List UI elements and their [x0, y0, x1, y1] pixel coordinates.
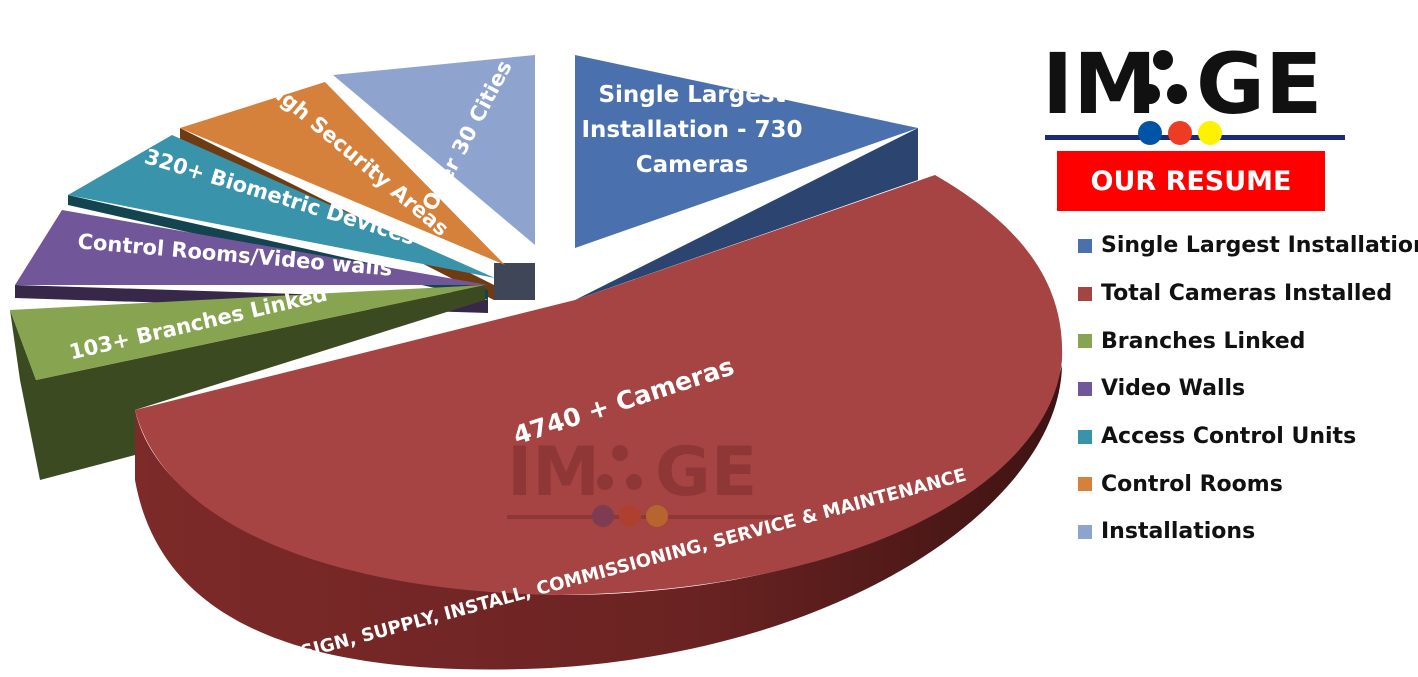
label-single-largest-line2: Installation - 730	[581, 117, 802, 143]
legend-swatch	[1078, 334, 1092, 349]
watermark-logo: IM GE	[507, 433, 782, 527]
legend-swatch	[1078, 524, 1092, 539]
legend-item: Video Walls	[1078, 365, 1418, 413]
logo-graphic: IM GE	[1042, 35, 1345, 145]
legend-swatch	[1078, 477, 1092, 492]
legend-label: Installations	[1101, 519, 1256, 545]
svg-text:IM: IM	[1042, 38, 1157, 133]
legend-swatch	[1078, 429, 1092, 444]
legend-swatch	[1078, 381, 1092, 396]
legend-item: Control Rooms	[1078, 460, 1418, 508]
legend-item: Access Control Units	[1078, 413, 1418, 461]
our-resume-badge: OUR RESUME	[1057, 151, 1325, 211]
legend-item: Single Largest Installation	[1078, 222, 1418, 270]
legend-swatch	[1078, 286, 1092, 301]
legend-label: Video Walls	[1101, 376, 1246, 402]
svg-text:IM: IM	[507, 433, 600, 512]
slice-side-single-largest	[575, 128, 918, 300]
legend-swatch	[1078, 238, 1092, 253]
slice-installations	[333, 55, 535, 245]
legend: Single Largest Installation Total Camera…	[1078, 222, 1418, 556]
slice-side-installations	[494, 263, 535, 300]
legend-label: Branches Linked	[1101, 328, 1306, 354]
slice-total-cameras	[135, 175, 1063, 595]
legend-label: Total Cameras Installed	[1101, 281, 1393, 307]
legend-label: Access Control Units	[1101, 424, 1357, 450]
slice-side-total-cameras	[135, 365, 1062, 670]
svg-text:GE: GE	[1196, 38, 1322, 133]
legend-item: Total Cameras Installed	[1078, 270, 1418, 318]
svg-text:GE: GE	[655, 433, 757, 512]
legend-label: Single Largest Installation	[1101, 233, 1418, 259]
slice-side-branches	[10, 285, 485, 480]
slice-control-rooms	[180, 82, 505, 265]
label-single-largest-line1: Single Largest	[598, 82, 785, 108]
slice-access-control	[68, 135, 495, 278]
label-single-largest-line3: Cameras	[636, 152, 749, 178]
brand-logo: IM GE	[1040, 35, 1350, 148]
legend-item: Installations	[1078, 508, 1418, 556]
slice-single-largest	[575, 55, 918, 248]
legend-item: Branches Linked	[1078, 317, 1418, 365]
slice-branches	[10, 285, 485, 380]
slice-video-walls	[15, 210, 488, 285]
legend-label: Control Rooms	[1101, 471, 1283, 497]
